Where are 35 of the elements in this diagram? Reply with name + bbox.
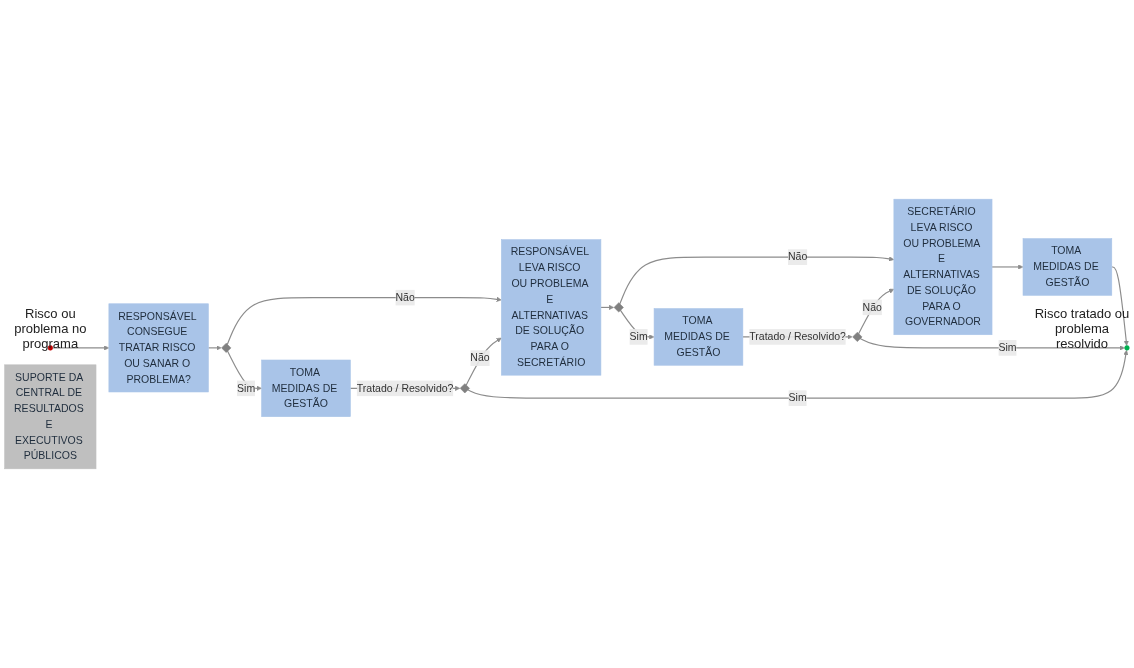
node-box: SUPORTE DA CENTRAL DE RESULTADOS E EXECUTIVOS PÚBLICOS: [4, 364, 97, 470]
edge-label: Não: [470, 352, 490, 364]
edge-label: Sim: [998, 341, 1017, 354]
arrow: [1111, 266, 1129, 346]
node-box: TOMA MEDIDAS DE GESTÃO: [261, 359, 351, 417]
arrow: [859, 337, 1125, 351]
arrow: [226, 296, 502, 346]
arrow: [465, 337, 502, 386]
edge-label: Não: [862, 301, 882, 313]
arrow: [207, 345, 222, 351]
node-diamond: [852, 331, 863, 342]
node-diamond: [221, 342, 232, 353]
node-caption: Risco ou problema no programa: [13, 305, 88, 351]
node-caption: Risco tratado ou problema resolvido: [1033, 305, 1131, 351]
node-box: TOMA MEDIDAS DE GESTÃO: [1022, 238, 1113, 296]
node-diamond: [459, 383, 470, 394]
edge-label: Não: [395, 291, 415, 304]
arrow: [858, 288, 895, 335]
node-circle: [1124, 345, 1130, 351]
edge-label: Sim: [788, 391, 807, 404]
edge-label: Sim: [237, 382, 256, 394]
edge-label: Não: [787, 251, 808, 263]
arrow: [619, 256, 895, 305]
arrow: [467, 349, 1129, 399]
node-box: RESPONSÁVEL LEVA RISCO OU PROBLEMA E ALTERNATIVAS DE SOLUÇÃO PARA O SECRETÁRIO: [501, 239, 602, 376]
node-box: RESPONSÁVEL CONSEGUE TRATAR RISCO OU SANAR O PROBLEMA?: [108, 303, 209, 393]
node-box: TOMA MEDIDAS DE GESTÃO: [653, 308, 744, 366]
edge-label: Tratado / Resolvido?: [356, 382, 454, 394]
edge-label: Tratado / Resolvido?: [749, 330, 846, 343]
node-circle: [47, 345, 53, 351]
arrow: [600, 304, 614, 310]
arrow: [991, 264, 1024, 270]
edge-label: Sim: [629, 330, 648, 343]
node-diamond: [613, 302, 624, 313]
node-box: SECRETÁRIO LEVA RISCO OU PROBLEMA E ALTERNATIVAS DE SOLUÇÃO PARA O GOVERNADOR: [893, 198, 993, 336]
